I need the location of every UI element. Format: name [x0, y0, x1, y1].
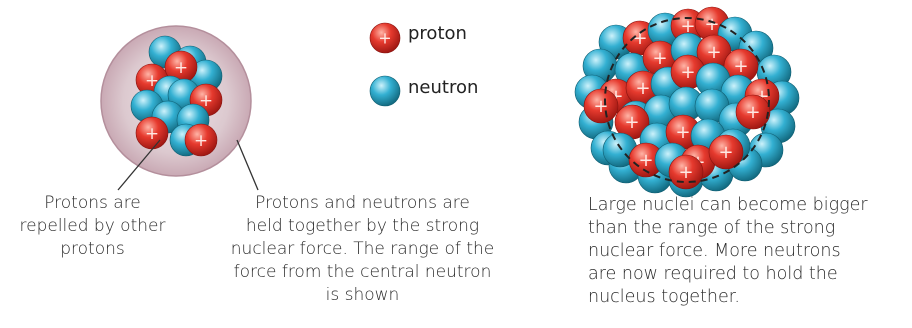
- large-nucleus: ++++++++++++++++++: [575, 7, 799, 197]
- plus-sign-icon: +: [746, 102, 761, 123]
- plus-sign-icon: +: [653, 48, 668, 69]
- proton-sphere: +: [584, 89, 618, 123]
- proton-sphere: +: [370, 23, 400, 53]
- plus-sign-icon: +: [636, 78, 651, 99]
- small-nucleus: +++++: [101, 26, 251, 176]
- pointer-line-range: [237, 140, 258, 190]
- plus-sign-icon: +: [174, 57, 188, 77]
- caption-strong-force: Protons and neutrons are held together b…: [205, 192, 520, 307]
- plus-sign-icon: +: [676, 122, 691, 143]
- plus-sign-icon: +: [734, 56, 749, 77]
- plus-sign-icon: +: [679, 162, 694, 183]
- proton-sphere: +: [669, 155, 703, 189]
- plus-sign-icon: +: [145, 123, 159, 143]
- proton-sphere: +: [185, 124, 217, 156]
- large-nucleus-particles: ++++++++++++++++++: [575, 7, 799, 197]
- legend-neutron-label: neutron: [408, 77, 478, 98]
- plus-sign-icon: +: [378, 28, 391, 47]
- plus-sign-icon: +: [625, 112, 640, 133]
- plus-sign-icon: +: [705, 14, 720, 35]
- plus-sign-icon: +: [639, 150, 654, 171]
- neutron-icon: [370, 76, 400, 106]
- plus-sign-icon: +: [719, 142, 734, 163]
- plus-sign-icon: +: [194, 130, 208, 150]
- plus-sign-icon: +: [707, 42, 722, 63]
- plus-sign-icon: +: [633, 28, 648, 49]
- plus-sign-icon: +: [681, 62, 696, 83]
- legend-proton-label: proton: [408, 23, 467, 44]
- caption-large-nuclei: Large nuclei can become bigger than the …: [588, 194, 912, 309]
- neutron-sphere: [370, 76, 400, 106]
- legend: +: [370, 23, 400, 106]
- proton-sphere: +: [136, 117, 168, 149]
- caption-protons-repelled: Protons are repelled by other protons: [0, 192, 185, 261]
- proton-icon: +: [370, 23, 400, 53]
